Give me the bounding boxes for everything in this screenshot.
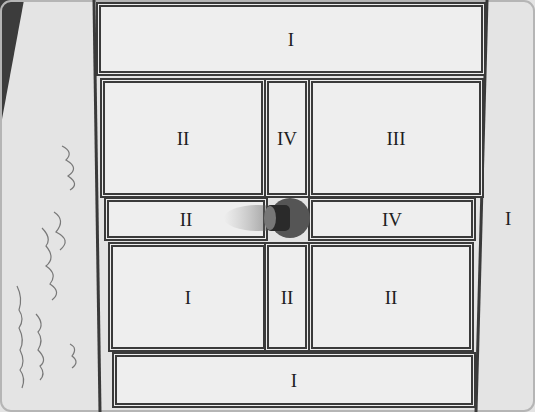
arena-zone: IV [308, 197, 476, 241]
arena-zone: I [96, 2, 486, 76]
arena-zone: II [104, 197, 268, 241]
handwriting [17, 146, 76, 388]
zone-number: I [291, 371, 297, 390]
arena-zone: I [112, 352, 476, 408]
zone-number: IV [277, 129, 297, 148]
arena-zone: II [100, 78, 266, 198]
arena-zone: II [308, 242, 474, 352]
dark-corner [0, 0, 24, 130]
zone-number: I [505, 209, 511, 228]
vial [266, 205, 290, 231]
arena-zone: IV [264, 78, 310, 198]
zone-number: I [185, 288, 191, 307]
arena-zone: III [308, 78, 484, 198]
zone-number: II [177, 129, 190, 148]
zone-number: I [288, 30, 294, 49]
zone-number: IV [382, 210, 402, 229]
arena-zone: II [264, 242, 310, 352]
zone-number: II [281, 288, 294, 307]
arena-zone: I [108, 242, 268, 352]
center-spot [270, 198, 310, 238]
zone-number: II [180, 210, 193, 229]
zone-number: II [385, 288, 398, 307]
zone-number: III [387, 129, 406, 148]
